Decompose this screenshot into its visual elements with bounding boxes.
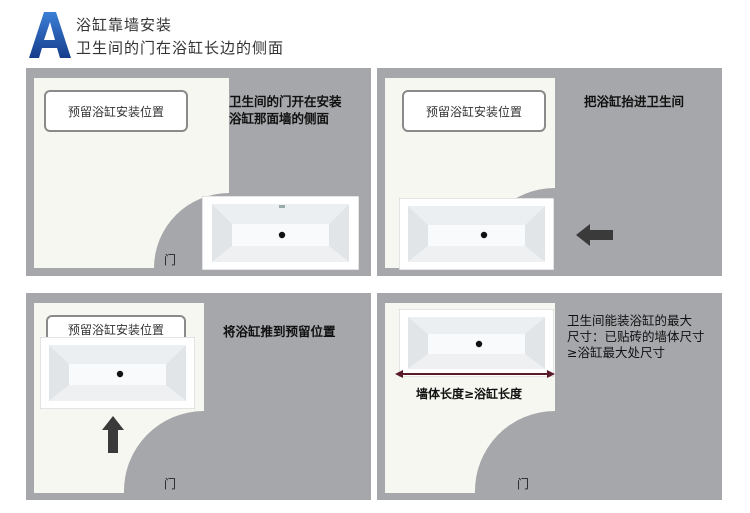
panel-text-line: 将浴缸推到预留位置 — [223, 324, 336, 339]
panel-text-line: 把浴缸抬进卫生间 — [584, 94, 685, 109]
reserve-label: 预留浴缸安装位置 — [425, 104, 522, 119]
panel-1: 预留浴缸安装位置 卫生间的门开在安装 浴缸那面墙的侧面 门 — [26, 68, 371, 276]
logo-letter-a — [29, 12, 71, 58]
panel-text-line: 卫生间的门开在安装 — [229, 94, 342, 109]
panel-2: 预留浴缸安装位置 把浴缸抬进卫生间 — [377, 68, 722, 276]
reserve-label: 预留浴缸安装位置 — [67, 323, 164, 337]
bathtub — [399, 198, 554, 270]
bathtub — [40, 337, 195, 409]
reserve-box: 预留浴缸安装位置 — [402, 90, 546, 132]
reserve-box: 预留浴缸安装位置 — [44, 90, 188, 132]
door-label: 门 — [517, 477, 530, 491]
panel-4: 墙体长度≥浴缸长度 卫生间能装浴缸的最大 尺寸：已贴砖的墙体尺寸 ≥浴缸最大处尺… — [377, 293, 722, 500]
bathtub — [202, 196, 359, 270]
panel-text: 把浴缸抬进卫生间 — [584, 93, 684, 110]
page-header: 浴缸靠墙安装 卫生间的门在浴缸长边的侧面 — [0, 0, 750, 64]
panel-text: 将浴缸推到预留位置 — [223, 323, 336, 340]
measure-line — [395, 370, 555, 378]
panel-text: 卫生间的门开在安装 浴缸那面墙的侧面 — [229, 93, 342, 127]
panel-text-line: 尺寸：已贴砖的墙体尺寸 — [567, 329, 705, 344]
measure-label: 墙体长度≥浴缸长度 — [416, 387, 523, 401]
panel-3: 预留浴缸安装位置 将浴缸推到预留位置 门 — [26, 293, 371, 500]
panel-text-line: ≥浴缸最大处尺寸 — [567, 345, 665, 360]
bathtub — [399, 309, 554, 377]
door-label: 门 — [164, 477, 177, 491]
panel-text-line: 卫生间能装浴缸的最大 — [567, 313, 693, 328]
door-label: 门 — [164, 253, 177, 267]
reserve-label: 预留浴缸安装位置 — [67, 104, 164, 119]
arrow-left-icon — [576, 224, 613, 246]
header-title: 浴缸靠墙安装 — [76, 16, 173, 34]
panel-text-line: 浴缸那面墙的侧面 — [229, 111, 330, 126]
arrow-up-icon — [102, 416, 124, 453]
panel-text: 卫生间能装浴缸的最大 尺寸：已贴砖的墙体尺寸 ≥浴缸最大处尺寸 — [567, 313, 705, 361]
header-subtitle: 卫生间的门在浴缸长边的侧面 — [76, 39, 285, 57]
